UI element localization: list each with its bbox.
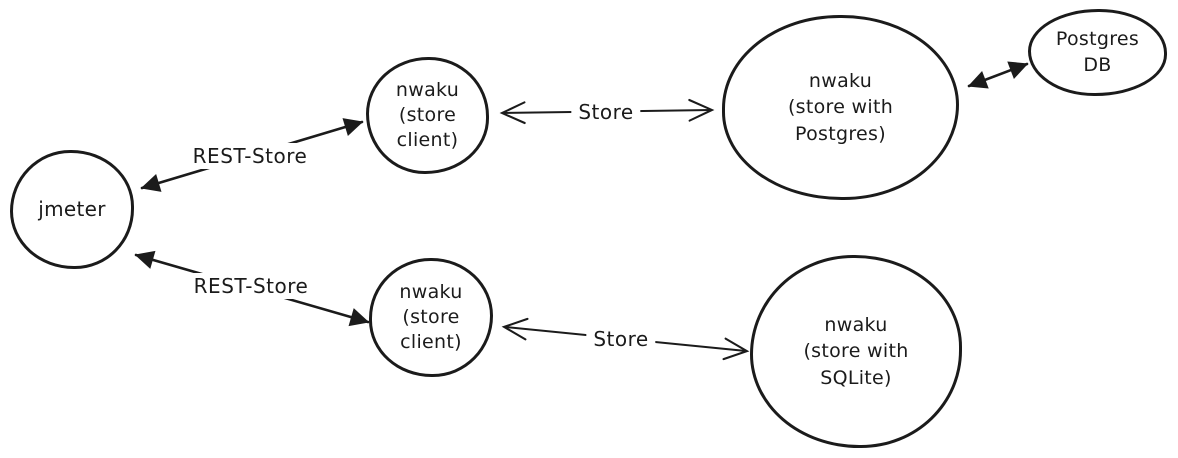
edge-label-rest-store-top: REST-Store [185,143,315,169]
node-nwaku-store-client-top-label: nwaku (store client) [395,78,460,152]
node-nwaku-store-client-bottom: nwaku (store client) [369,258,493,377]
edge-postgres-db-link-line [967,61,1029,89]
edge-label-store-bottom: Store [586,326,656,352]
node-nwaku-store-sqlite: nwaku (store with SQLite) [750,255,962,448]
node-nwaku-store-client-bottom-label: nwaku (store client) [399,280,463,354]
node-nwaku-store-client-top: nwaku (store client) [366,57,489,174]
node-nwaku-store-postgres: nwaku (store with Postgres) [722,15,959,200]
edge-label-rest-store-bottom: REST-Store [186,273,316,299]
node-nwaku-store-sqlite-label: nwaku (store with SQLite) [803,313,909,389]
node-jmeter-label: jmeter [38,197,106,222]
node-nwaku-store-postgres-label: nwaku (store with Postgres) [787,69,894,145]
node-postgres-db-label: Postgres DB [1055,28,1140,76]
node-postgres-db: Postgres DB [1028,9,1167,96]
node-jmeter: jmeter [10,150,134,269]
edge-label-store-top: Store [571,99,641,125]
